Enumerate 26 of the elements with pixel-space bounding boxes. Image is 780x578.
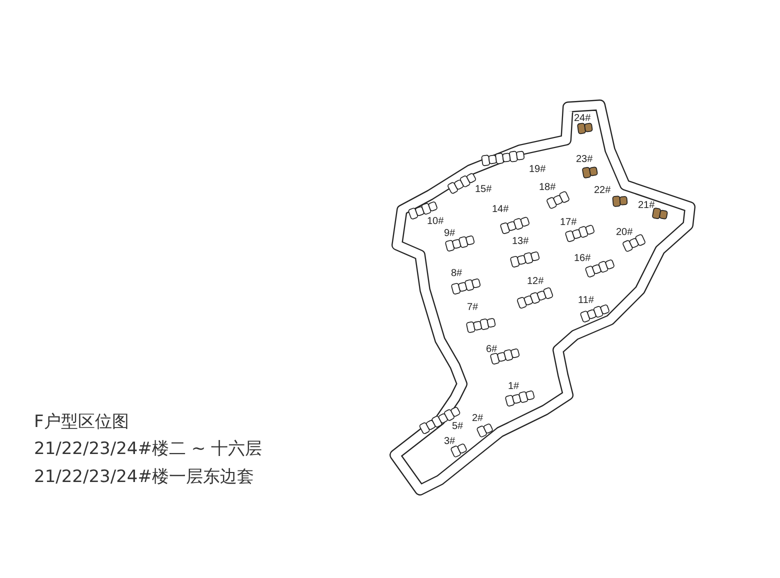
building-number: 1# <box>508 381 520 392</box>
building-number: 2# <box>472 413 484 424</box>
note: 21/22/23/24#楼二 ~ 十六层 <box>34 438 262 460</box>
building-number: 17# <box>560 217 577 228</box>
building-number: 16# <box>574 253 591 264</box>
building-number: 23# <box>576 154 593 165</box>
note: 21/22/23/24#楼一层东边套 <box>34 466 254 488</box>
building-number: 6# <box>486 344 498 355</box>
building-number: 22# <box>594 185 611 196</box>
title: F户型区位图 <box>34 411 129 433</box>
building-number: 14# <box>492 204 509 215</box>
building-number: 8# <box>451 268 462 279</box>
building-number: 15# <box>475 184 492 195</box>
building-number: 11# <box>578 295 594 306</box>
building-number: 19# <box>529 164 546 175</box>
building-number: 3# <box>444 436 456 447</box>
building-number: 12# <box>527 276 544 287</box>
building-number: 18# <box>539 182 556 193</box>
building-number: 5# <box>452 421 464 432</box>
building-number: 20# <box>616 227 633 238</box>
building-number: 9# <box>444 228 456 239</box>
building-number: 24# <box>574 113 591 124</box>
building-number: 13# <box>512 236 529 247</box>
building-number: 21# <box>638 200 655 211</box>
building-number: 7# <box>467 302 478 313</box>
building-number: 10# <box>427 216 444 227</box>
